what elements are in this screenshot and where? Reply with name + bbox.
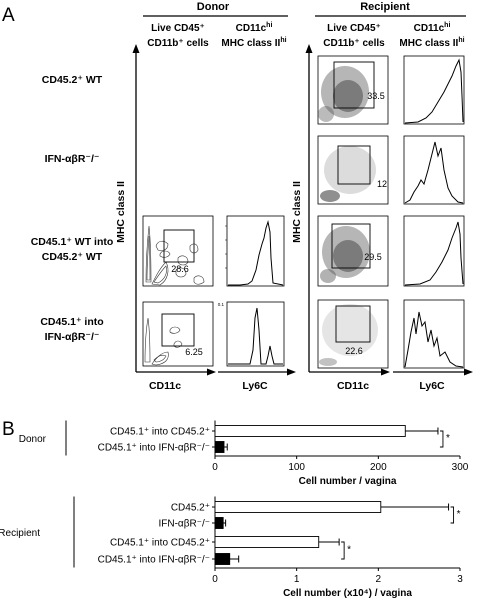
- recipient-x-axis-ly6c: Ly6C: [419, 380, 445, 392]
- donor-row3-histogram: [225, 215, 285, 287]
- bar: [214, 425, 406, 437]
- recipient-col1-line2: CD11b⁺ cells: [323, 38, 385, 49]
- recipient-col1-line1: Live CD45⁺: [327, 23, 381, 34]
- donor-title: Donor: [197, 1, 230, 13]
- row-label-ifnar-ko: IFN-αβR⁻/⁻: [45, 153, 100, 165]
- row-label-cd451-wt-into-line1: CD45.1⁺ WT into: [31, 236, 114, 248]
- donor-row3-percent: 28.6: [171, 264, 189, 274]
- recipient-row2-percent: 12: [377, 179, 387, 189]
- category-label: CD45.2⁺: [171, 503, 210, 514]
- recipient-col2-line2: MHC class IIhi: [399, 37, 464, 49]
- recipient-axes: [305, 44, 473, 376]
- category-label: CD45.1⁺ into IFN-αβR⁻/⁻: [98, 555, 210, 566]
- x-tick-label: 100: [288, 462, 305, 473]
- group-label: Donor: [19, 434, 47, 445]
- recipient-bar-chart: Recipient CD45.2⁺ IFN-αβR⁻/⁻ CD45.1⁺ into C…: [0, 496, 463, 599]
- donor-x-axis-ly6c: Ly6C: [242, 380, 268, 392]
- donor-col2-line2: MHC class IIhi: [221, 37, 286, 49]
- category-label: CD45.1⁺ into CD45.2⁺: [110, 427, 210, 438]
- donor-y-axis-label: MHC class II: [115, 181, 127, 243]
- donor-row4-percent: 6.25: [185, 347, 203, 357]
- significance-bracket: [439, 430, 444, 448]
- panel-a-label: A: [2, 5, 15, 26]
- row-label-cd452-wt: CD45.2⁺ WT: [42, 74, 103, 86]
- x-tick-label: 0: [212, 462, 218, 473]
- bar: [214, 517, 224, 529]
- donor-row4-dotplot: [142, 301, 214, 367]
- row-label-cd451-into-ifnar-line1: CD45.1⁺ into: [40, 316, 103, 328]
- bar: [214, 501, 382, 513]
- significance-bracket: [341, 541, 345, 560]
- x-axis-label: Cell number / vagina: [299, 476, 397, 487]
- recipient-row1-dotplot: [317, 55, 389, 125]
- donor-col2-line1: CD11chi: [236, 22, 273, 34]
- recipient-row4-histogram: [403, 299, 465, 369]
- significance-bracket: [450, 506, 455, 524]
- donor-bar-chart: Donor CD45.1⁺ into CD45.2⁺ CD45.1⁺ into IF…: [19, 420, 469, 487]
- group-label: Recipient: [0, 528, 40, 539]
- recipient-title: Recipient: [360, 1, 410, 13]
- donor-row3-dotplot: [142, 215, 214, 287]
- x-tick-label: 2: [376, 574, 382, 585]
- recipient-row2-dotplot: [317, 135, 389, 205]
- tick-label: 0.1: [218, 302, 225, 307]
- recipient-row2-histogram: [403, 135, 465, 205]
- donor-col1-line2: CD11b⁺ cells: [147, 38, 209, 49]
- significance-star: *: [446, 433, 450, 444]
- panel-b-label: B: [2, 419, 15, 440]
- recipient-row3-histogram: [403, 215, 465, 287]
- row-label-cd451-wt-into-line2: CD45.2⁺ WT: [42, 251, 103, 263]
- recipient-x-axis-cd11c: CD11c: [337, 380, 369, 392]
- recipient-row3-dotplot: [317, 215, 389, 287]
- donor-x-axis-cd11c: CD11c: [149, 380, 181, 392]
- bar: [214, 536, 320, 548]
- x-tick-label: 1: [294, 574, 300, 585]
- x-tick-label: 0: [212, 574, 218, 585]
- recipient-row1-histogram: [403, 55, 465, 125]
- x-tick-label: 300: [452, 462, 469, 473]
- x-tick-label: 200: [370, 462, 387, 473]
- bar: [214, 553, 231, 565]
- recipient-col2-line1: CD11chi: [414, 22, 451, 34]
- category-label: IFN-αβR⁻/⁻: [158, 519, 210, 530]
- donor-col1-line1: Live CD45⁺: [151, 23, 205, 34]
- x-axis-label: Cell number (x10⁴) / vagina: [283, 588, 412, 599]
- x-tick-label: 3: [457, 574, 463, 585]
- significance-star: *: [457, 509, 461, 520]
- recipient-row4-dotplot: [317, 299, 389, 369]
- recipient-row4-percent: 22.6: [345, 346, 363, 356]
- bar: [214, 441, 225, 453]
- donor-axes: [132, 44, 296, 376]
- row-label-cd451-into-ifnar-line2: IFN-αβR⁻/⁻: [45, 331, 100, 343]
- recipient-y-axis-label: MHC class II: [291, 181, 303, 243]
- recipient-row1-percent: 33.5: [367, 91, 385, 101]
- recipient-row3-percent: 29.5: [364, 252, 382, 262]
- donor-row4-histogram: 0.1: [218, 301, 285, 367]
- significance-star: *: [347, 545, 351, 556]
- category-label: CD45.1⁺ into CD45.2⁺: [110, 538, 210, 549]
- category-label: CD45.1⁺ into IFN-αβR⁻/⁻: [98, 443, 210, 454]
